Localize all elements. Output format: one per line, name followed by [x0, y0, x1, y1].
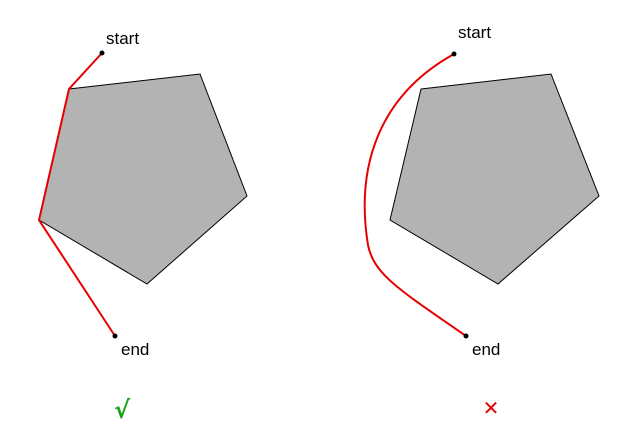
right-panel: start end ✕ [363, 23, 600, 420]
left-end-label: end [121, 340, 149, 359]
right-end-point [463, 333, 469, 339]
left-start-label: start [106, 29, 139, 48]
right-pentagon-obstacle [389, 73, 600, 285]
right-curved-path [363, 53, 467, 337]
left-end-point [112, 333, 118, 339]
left-panel: start end √ [37, 29, 248, 424]
right-start-label: start [458, 23, 491, 42]
left-shortest-path [37, 52, 116, 337]
cross-mark-icon: ✕ [483, 396, 500, 420]
right-end-label: end [472, 340, 500, 359]
left-start-point [99, 50, 105, 56]
right-start-point [451, 51, 457, 57]
left-pentagon-obstacle [38, 73, 248, 285]
check-mark-icon: √ [114, 396, 131, 424]
